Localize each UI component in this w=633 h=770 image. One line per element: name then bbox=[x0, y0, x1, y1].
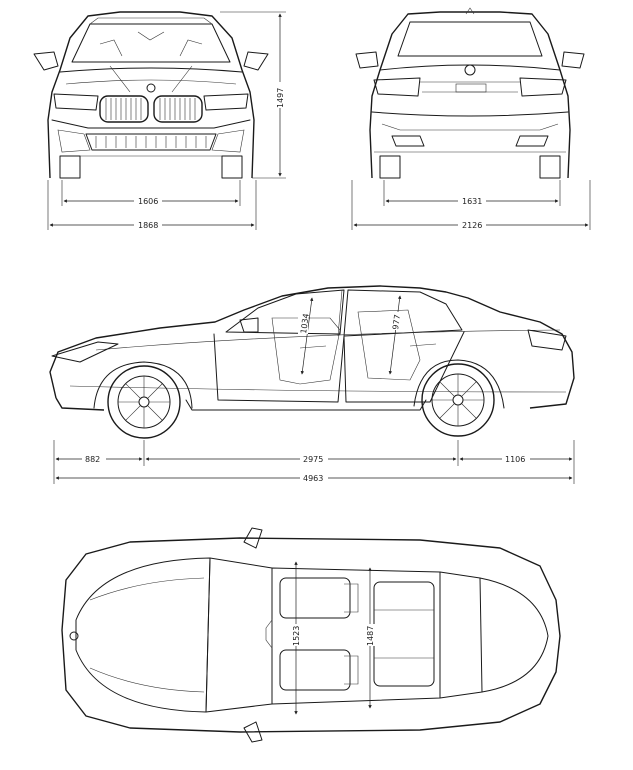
front-left-tire bbox=[59, 155, 81, 179]
rear-width-label: 2126 bbox=[462, 221, 482, 230]
rear-window bbox=[439, 571, 483, 699]
front-seat bbox=[271, 317, 341, 385]
windshield bbox=[205, 557, 273, 713]
rear-side-window bbox=[343, 289, 463, 337]
left-headlight bbox=[53, 93, 99, 111]
side-view bbox=[49, 285, 575, 439]
top-width-dimensions: 1523 1487 bbox=[290, 561, 376, 715]
side-headlight bbox=[51, 341, 119, 363]
rear-view bbox=[355, 7, 585, 179]
antenna-fin bbox=[465, 7, 475, 15]
rear-overhang-label: 1106 bbox=[505, 455, 525, 464]
license-plate bbox=[455, 83, 487, 93]
front-overhang-label: 882 bbox=[85, 455, 100, 464]
front-view bbox=[33, 11, 269, 179]
front-wheel bbox=[107, 365, 181, 439]
side-taillight bbox=[527, 329, 567, 351]
front-right-tire bbox=[221, 155, 243, 179]
rear-headroom-label: 977 bbox=[391, 314, 402, 330]
rear-seat bbox=[357, 309, 421, 381]
side-headroom-dimensions: 1034 977 bbox=[298, 295, 402, 375]
rear-dimensions: 1631 2126 bbox=[351, 180, 591, 230]
rear-right-tire bbox=[539, 155, 561, 179]
overall-length-label: 4963 bbox=[303, 474, 323, 483]
rear-left-tire bbox=[379, 155, 401, 179]
left-taillight bbox=[373, 77, 421, 97]
front-width-label: 1868 bbox=[138, 221, 158, 230]
right-exhaust bbox=[515, 135, 549, 147]
right-headlight bbox=[203, 93, 249, 111]
front-seats bbox=[279, 577, 359, 691]
side-mirror bbox=[239, 317, 259, 333]
rear-bmw-logo-icon bbox=[464, 64, 476, 76]
kidney-grille bbox=[99, 95, 203, 123]
bmw-logo-icon bbox=[146, 83, 156, 93]
rear-track-label: 1631 bbox=[462, 197, 482, 206]
top-bmw-logo-icon bbox=[69, 631, 79, 641]
top-left-mirror bbox=[243, 527, 263, 549]
rear-seat-bench bbox=[373, 581, 435, 687]
hood bbox=[75, 557, 211, 713]
right-mirror bbox=[243, 51, 269, 71]
front-track-label: 1606 bbox=[138, 197, 158, 206]
rear-interior-width-label: 1487 bbox=[366, 626, 375, 646]
left-exhaust bbox=[391, 135, 425, 147]
front-side-window bbox=[225, 289, 345, 335]
front-headroom-label: 1034 bbox=[299, 313, 311, 334]
top-right-mirror bbox=[243, 721, 263, 743]
rear-left-mirror bbox=[355, 51, 379, 69]
left-mirror bbox=[33, 51, 59, 71]
rear-wheel bbox=[421, 363, 495, 437]
top-view bbox=[61, 527, 561, 743]
steering-area bbox=[265, 619, 273, 649]
front-dimensions: 1497 1606 1868 bbox=[47, 11, 286, 230]
wheelbase-label: 2975 bbox=[303, 455, 323, 464]
rear-right-mirror bbox=[561, 51, 585, 69]
front-interior-width-label: 1523 bbox=[292, 626, 301, 646]
right-taillight bbox=[519, 77, 567, 97]
side-length-dimensions: 882 2975 1106 4963 bbox=[53, 440, 575, 484]
front-height-label: 1497 bbox=[276, 88, 285, 108]
